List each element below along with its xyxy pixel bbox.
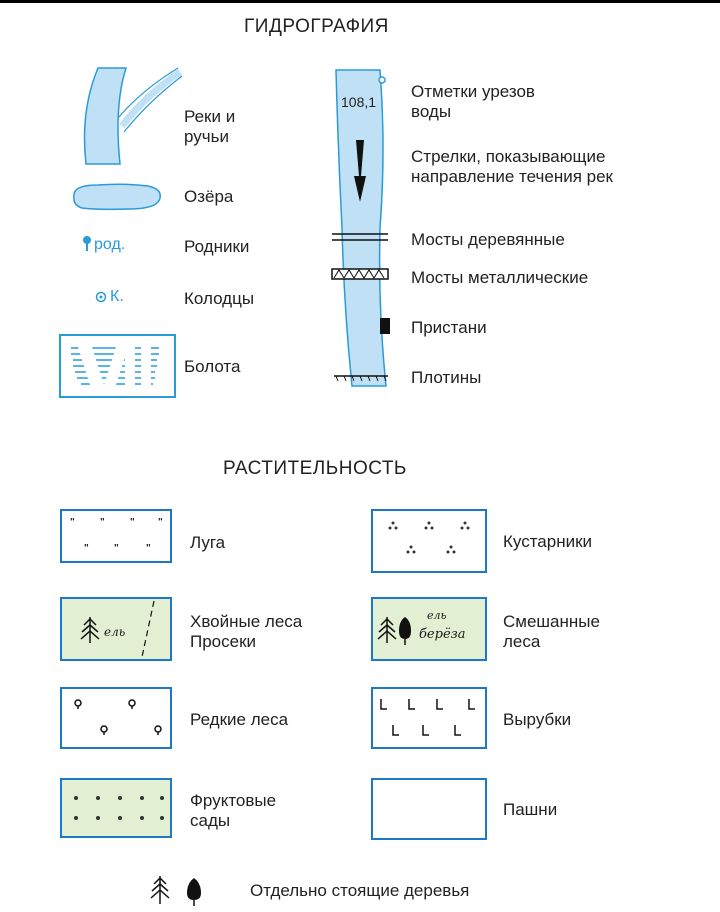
sparse-forest-symbol	[60, 687, 172, 749]
river-features-symbol	[331, 69, 390, 387]
swamps-label: Болота	[184, 357, 241, 376]
vegetation-title: РАСТИТЕЛЬНОСТЬ	[223, 458, 407, 479]
dams-label: Плотины	[411, 368, 482, 387]
arable-land-symbol	[371, 778, 487, 840]
clear-cut-marks	[380, 699, 475, 736]
sparse-forest-label: Редкие леса	[190, 710, 289, 729]
mixed-label-line1: Смешанные	[503, 612, 600, 631]
flow-arrows-label-line2: направление течения рек	[411, 167, 613, 186]
springs-label: Родники	[184, 237, 250, 256]
standalone-trees-icon	[150, 876, 201, 906]
swamp-symbol	[59, 334, 176, 398]
coniferous-label-line1: Хвойные леса	[190, 612, 303, 631]
hydrography-title: ГИДРОГРАФИЯ	[244, 16, 389, 37]
lake-symbol	[73, 183, 161, 211]
spring-icon	[83, 236, 91, 251]
orchards-label-line2: сады	[190, 811, 231, 830]
wooden-bridges-label: Мосты деревянные	[411, 230, 565, 249]
water-level-mark: 108,1	[341, 94, 377, 110]
sparse-forest-marks	[74, 699, 162, 735]
rivers-label-line2: ручьи	[184, 127, 229, 146]
shrubs-label: Кустарники	[503, 532, 593, 551]
piers-label: Пристани	[411, 318, 487, 337]
water-marks-label-line1: Отметки урезов	[411, 82, 535, 101]
shrub-marks	[388, 521, 470, 554]
mixed-species-label-1: ель	[427, 609, 447, 622]
mixed-label-line2: леса	[503, 632, 541, 651]
well-icon	[95, 291, 107, 303]
coniferous-label-line2: Просеки	[190, 632, 257, 651]
meadow-symbol: " " " " " " "	[60, 509, 172, 563]
mixed-species-label-2: берёза	[419, 627, 466, 642]
conifer-species-label: ель	[104, 625, 126, 639]
conifer-marks	[80, 600, 155, 658]
wells-label: Колодцы	[184, 289, 255, 308]
clear-cut-symbol	[371, 687, 487, 749]
water-marks-label-line2: воды	[411, 102, 452, 121]
orchards-label-line1: Фруктовые	[190, 791, 277, 810]
well-symbol-text: К.	[110, 288, 124, 305]
clear-cuts-label: Вырубки	[503, 710, 572, 729]
swamp-hatching	[71, 344, 159, 388]
orchard-symbol	[60, 778, 172, 838]
mixed-forest-symbol: ель берёза	[371, 597, 487, 661]
metal-bridges-label: Мосты металлические	[411, 268, 589, 287]
shrubs-symbol	[371, 509, 487, 573]
mixed-forest-marks	[377, 617, 411, 645]
coniferous-forest-symbol: ель	[60, 597, 172, 661]
arable-land-label: Пашни	[503, 800, 558, 819]
meadows-label: Луга	[190, 533, 226, 552]
river-symbol	[83, 67, 183, 165]
spring-symbol-text: род.	[94, 236, 126, 253]
rivers-label-line1: Реки и	[184, 107, 236, 126]
standalone-trees-label: Отдельно стоящие деревья	[250, 881, 470, 900]
flow-arrows-label-line1: Стрелки, показывающие	[411, 147, 606, 166]
lakes-label: Озёра	[184, 187, 234, 206]
top-border	[0, 0, 720, 3]
